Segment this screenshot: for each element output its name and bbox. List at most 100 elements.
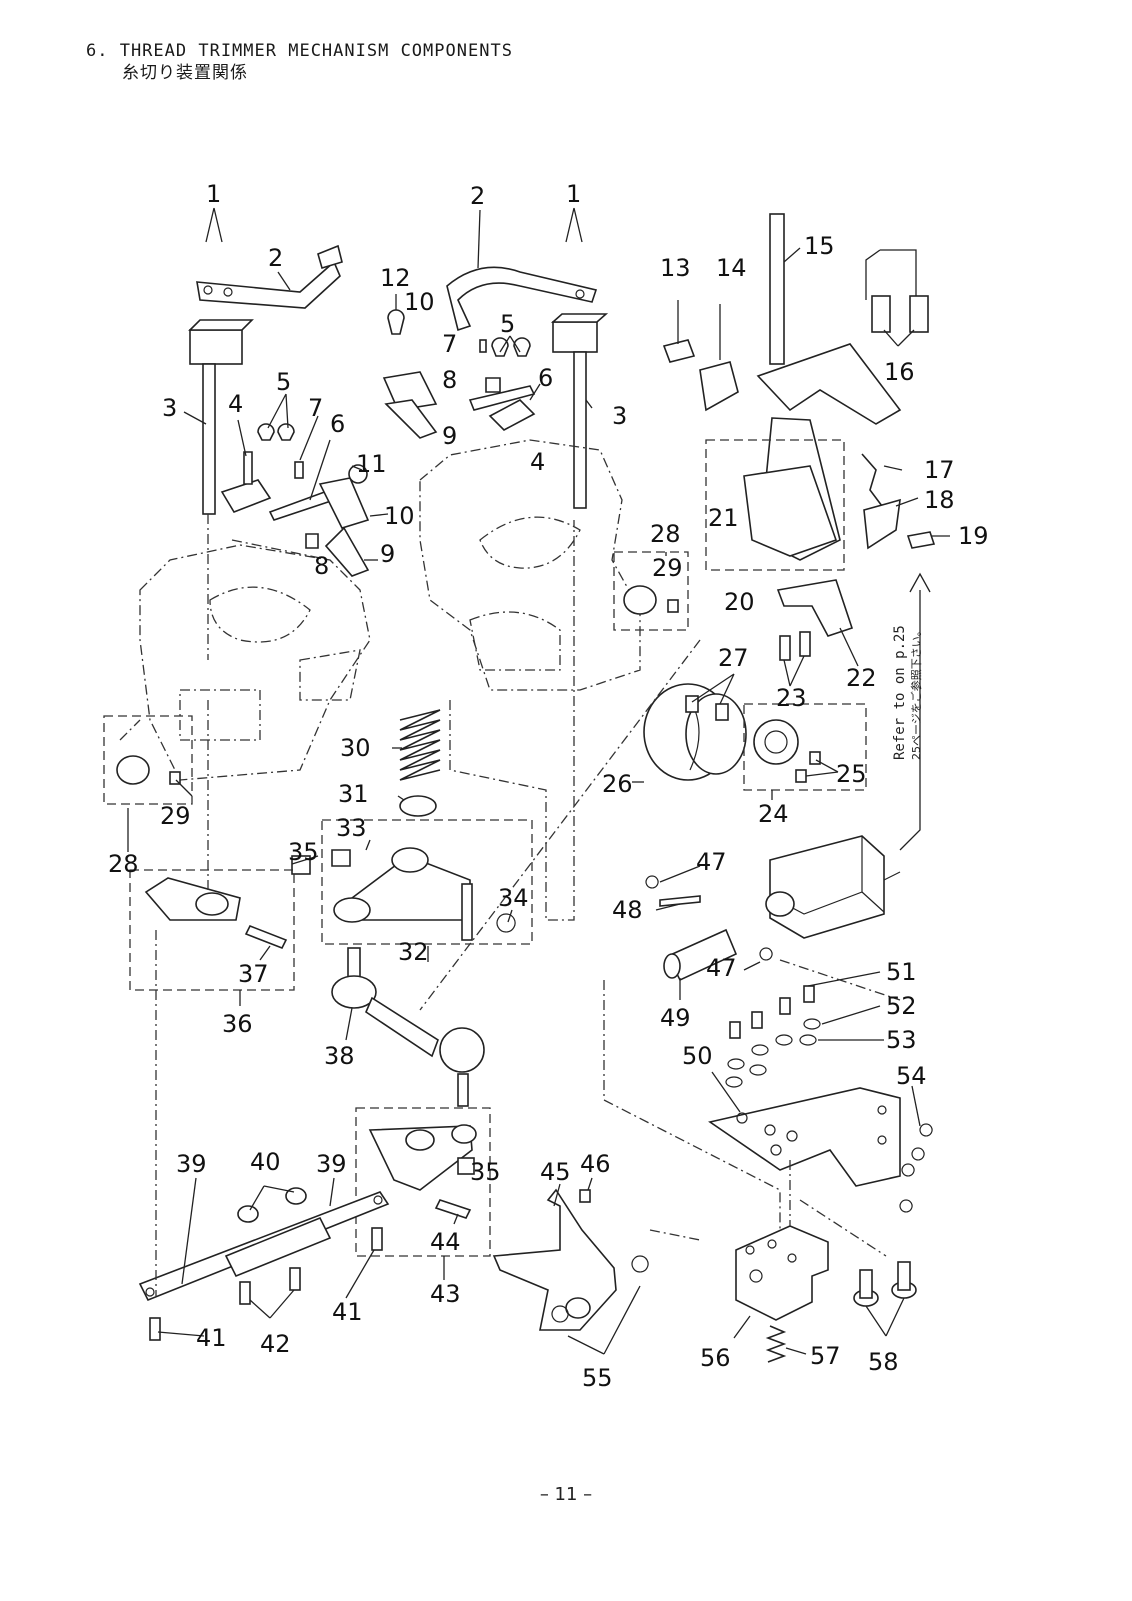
ring-55-b [631, 1255, 649, 1273]
callout-3-right: 3 [612, 402, 627, 430]
callout-1-right: 1 [566, 180, 581, 208]
callout-38: 38 [324, 1042, 355, 1070]
callout-5-right: 5 [500, 310, 515, 338]
callout-53: 53 [886, 1026, 917, 1054]
title-en: 6. THREAD TRIMMER MECHANISM COMPONENTS [86, 41, 513, 61]
callout-44: 44 [430, 1228, 461, 1256]
spring-57 [765, 1325, 787, 1363]
callout-24: 24 [758, 800, 789, 828]
screws-41-42 [149, 1227, 383, 1341]
callout-14: 14 [716, 254, 747, 282]
callout-47-upper: 47 [696, 848, 727, 876]
callout-2-left: 2 [268, 244, 283, 272]
callout-47-lower: 47 [706, 954, 737, 982]
callout-28-right: 28 [650, 520, 681, 548]
callout-35-lower: 35 [470, 1158, 501, 1186]
lever-45 [492, 1188, 617, 1331]
callout-7-left: 7 [308, 394, 323, 422]
callout-48: 48 [612, 896, 643, 924]
callout-20: 20 [724, 588, 755, 616]
callout-2-right: 2 [470, 182, 485, 210]
nuts-40 [237, 1187, 307, 1223]
callout-4-left: 4 [228, 390, 243, 418]
callout-25: 25 [836, 760, 867, 788]
ring-55-a [551, 1305, 569, 1323]
callout-7-right: 7 [442, 330, 457, 358]
callout-9-left: 9 [380, 540, 395, 568]
callout-8-left: 8 [314, 552, 329, 580]
screws-27 [685, 695, 729, 721]
callout-15: 15 [804, 232, 835, 260]
screw-46 [579, 1189, 591, 1203]
left-bracket-assembly [139, 244, 371, 781]
callout-55: 55 [582, 1364, 613, 1392]
callout-9-right: 9 [442, 422, 457, 450]
lever-box-43 [355, 1107, 491, 1257]
callout-23: 23 [776, 684, 807, 712]
callout-49: 49 [660, 1004, 691, 1032]
arm-36 [144, 877, 288, 950]
callout-29-right: 29 [652, 554, 683, 582]
callout-19: 19 [958, 522, 989, 550]
callout-32: 32 [398, 938, 429, 966]
bracket-56 [735, 1225, 829, 1321]
callout-34: 34 [498, 884, 529, 912]
callout-46: 46 [580, 1150, 611, 1178]
callout-11: 11 [356, 450, 387, 478]
center-bracket-assembly [382, 266, 641, 691]
washer-31 [399, 795, 437, 817]
collar-24 [753, 719, 821, 783]
callout-labels: 1 1 2 2 3 3 4 4 5 5 6 6 7 7 8 8 9 9 10 1… [108, 180, 989, 1392]
callout-43: 43 [430, 1280, 461, 1308]
crank-32 [333, 847, 516, 941]
callout-57: 57 [810, 1342, 841, 1370]
bracket-14 [699, 361, 739, 412]
plate-50 [708, 1087, 901, 1187]
callout-1-left: 1 [206, 180, 221, 208]
callout-41-right: 41 [332, 1298, 363, 1326]
page-number: – 11 – [539, 1484, 593, 1505]
plate-18 [863, 498, 901, 550]
callout-35-upper: 35 [288, 838, 319, 866]
screw-19 [906, 531, 936, 549]
assembly-lines [119, 520, 931, 1296]
callout-13: 13 [660, 254, 691, 282]
solenoid [765, 835, 901, 939]
cam-26 [643, 683, 747, 781]
callout-26: 26 [602, 770, 633, 798]
callout-4-right: 4 [530, 448, 545, 476]
callout-29-left: 29 [160, 802, 191, 830]
callout-6-left: 6 [330, 410, 345, 438]
callout-52: 52 [886, 992, 917, 1020]
callout-41-left: 41 [196, 1324, 227, 1352]
callout-50: 50 [682, 1042, 713, 1070]
screws-16 [871, 295, 929, 333]
collar-box-24 [743, 703, 867, 791]
screws-23 [779, 631, 811, 661]
callout-31: 31 [338, 780, 369, 808]
callout-16: 16 [884, 358, 915, 386]
link-39 [138, 1191, 390, 1302]
spring-30 [399, 709, 441, 781]
reference-note: Refer to on p.25 25ページをご参照下さい。 [892, 625, 924, 760]
callout-12: 12 [380, 264, 411, 292]
callout-6-right: 6 [538, 364, 553, 392]
callout-30: 30 [340, 734, 371, 762]
callout-36: 36 [222, 1010, 253, 1038]
screws-51-53 [725, 985, 821, 1088]
callout-21: 21 [708, 504, 739, 532]
page-title: 6. THREAD TRIMMER MECHANISM COMPONENTS 糸… [86, 40, 513, 84]
collar-box-28-right [613, 551, 689, 631]
callout-5-left: 5 [276, 368, 291, 396]
crank-box-32 [321, 819, 533, 945]
plunger-49 [663, 928, 738, 982]
left-knife-parts [220, 423, 370, 577]
lever-43 [368, 1124, 477, 1219]
collar-28-left [116, 755, 181, 785]
screw-33 [331, 849, 351, 867]
callout-51: 51 [886, 958, 917, 986]
callout-22: 22 [846, 664, 877, 692]
callout-17: 17 [924, 456, 955, 484]
ring-47-b [759, 947, 773, 961]
